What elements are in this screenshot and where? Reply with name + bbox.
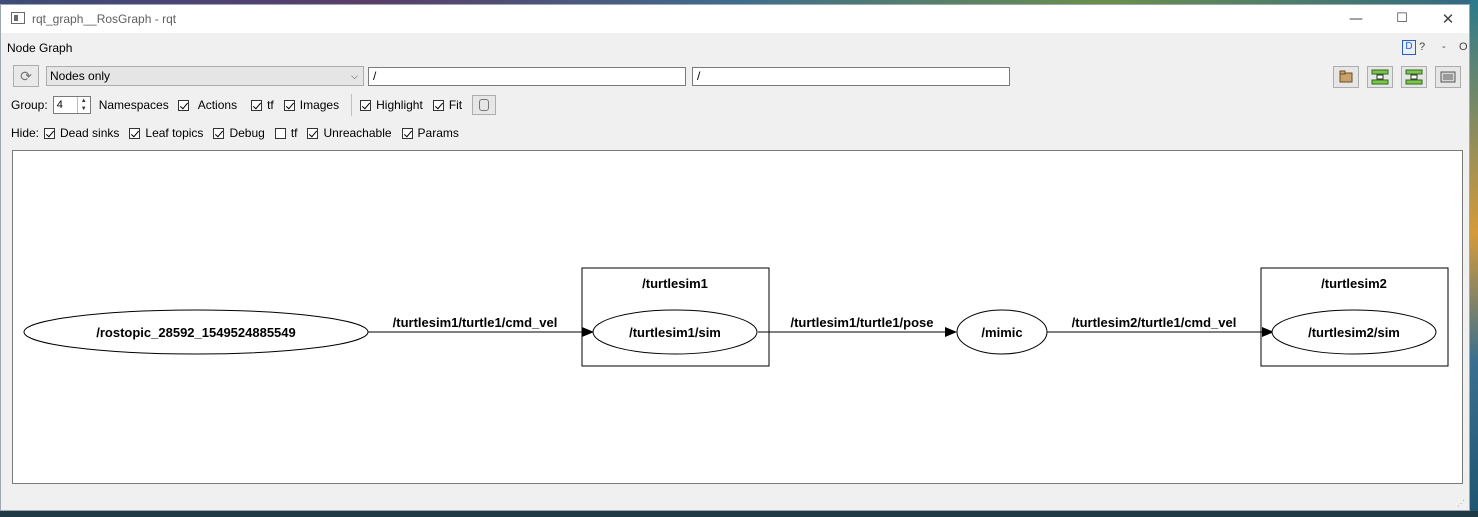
cluster-turtlesim2 bbox=[1260, 267, 1449, 367]
refresh-icon: ⟳ bbox=[20, 68, 32, 84]
dead-sinks-label: Dead sinks bbox=[60, 126, 120, 140]
resize-grip-icon[interactable]: ⋰ bbox=[1457, 499, 1465, 508]
node-turtlesim2-sim-label: /turtlesim2/sim bbox=[1308, 325, 1400, 340]
toolbar-separator bbox=[351, 94, 353, 116]
save-svg-button[interactable] bbox=[1401, 66, 1427, 88]
leaf-topics-label: Leaf topics bbox=[145, 126, 204, 140]
checkbox-box[interactable] bbox=[401, 127, 413, 139]
spin-down-icon[interactable]: ▼ bbox=[80, 106, 87, 112]
node-mimic-label: /mimic bbox=[981, 325, 1022, 340]
hide-label: Hide: bbox=[11, 126, 40, 140]
node-rostopic-label: /rostopic_28592_1549524885549 bbox=[96, 325, 296, 340]
graph-mode-value: Nodes only bbox=[50, 69, 111, 83]
node-rostopic[interactable] bbox=[23, 309, 369, 355]
save-dot-icon bbox=[1371, 69, 1389, 85]
load-dot-icon bbox=[1339, 70, 1353, 83]
group-value: 4 bbox=[56, 99, 63, 111]
chevron-down-icon: ⌵ bbox=[351, 71, 358, 81]
edge-label-cmd-vel-1: /turtlesim1/turtle1/cmd_vel bbox=[393, 315, 558, 330]
refresh-button[interactable]: ⟳ bbox=[13, 65, 39, 87]
plugin-close-button[interactable]: O bbox=[1459, 41, 1468, 53]
desktop-background bbox=[0, 0, 1478, 4]
graph-mode-select[interactable]: Nodes only ⌵ bbox=[46, 66, 364, 86]
checkbox-box[interactable] bbox=[283, 99, 295, 111]
checkbox-box[interactable] bbox=[274, 127, 286, 139]
topic-filter-input[interactable]: / bbox=[692, 67, 1010, 86]
fit-in-view-button[interactable] bbox=[472, 95, 497, 115]
save-svg-icon bbox=[1405, 69, 1423, 85]
load-dot-button[interactable] bbox=[1333, 66, 1359, 88]
cluster-turtlesim2-label: /turtlesim2 bbox=[1321, 276, 1387, 291]
hide-debug-checkbox[interactable]: Debug bbox=[213, 126, 265, 140]
actions-label: Actions bbox=[197, 98, 238, 112]
node-turtlesim1-sim[interactable] bbox=[592, 309, 758, 355]
plugin-minimize-button[interactable]: - bbox=[1442, 41, 1446, 53]
checkbox-box[interactable] bbox=[129, 127, 141, 139]
save-dot-button[interactable] bbox=[1367, 66, 1393, 88]
spin-up-icon[interactable]: ▲ bbox=[80, 98, 87, 104]
cluster-turtlesim1 bbox=[581, 267, 770, 367]
checkbox-box[interactable] bbox=[360, 99, 372, 111]
fit-label: Fit bbox=[448, 98, 463, 112]
ros-graph[interactable]: /turtlesim1 /turtlesim2 /turtlesim1/turt… bbox=[13, 151, 1462, 483]
desktop-background-right bbox=[1470, 0, 1478, 517]
unreachable-label: Unreachable bbox=[323, 126, 392, 140]
window-titlebar[interactable]: rqt_graph__RosGraph - rqt — ☐ ✕ bbox=[1, 5, 1469, 33]
hide-leaf-topics-checkbox[interactable]: Leaf topics bbox=[129, 126, 203, 140]
node-turtlesim2-sim[interactable] bbox=[1271, 309, 1437, 355]
close-button[interactable]: ✕ bbox=[1441, 10, 1455, 28]
plugin-title: Node Graph bbox=[7, 41, 73, 55]
hide-dead-sinks-checkbox[interactable]: Dead sinks bbox=[44, 126, 119, 140]
options-row: Group: 4 ▲ ▼ Namespaces Actions tf Image… bbox=[11, 94, 497, 116]
fit-icon bbox=[479, 99, 490, 111]
window-title: rqt_graph__RosGraph - rqt bbox=[32, 12, 177, 26]
graph-canvas[interactable]: /turtlesim1 /turtlesim2 /turtlesim1/turt… bbox=[12, 150, 1463, 484]
cluster-turtlesim1-label: /turtlesim1 bbox=[642, 276, 708, 291]
highlight-label: Highlight bbox=[376, 98, 423, 112]
images-label: Images bbox=[299, 98, 340, 112]
debug-label: Debug bbox=[229, 126, 265, 140]
fit-checkbox[interactable]: Fit bbox=[432, 98, 463, 112]
images-checkbox[interactable]: Images bbox=[283, 98, 340, 112]
app-window: rqt_graph__RosGraph - rqt — ☐ ✕ Node Gra… bbox=[0, 4, 1470, 511]
node-turtlesim1-sim-label: /turtlesim1/sim bbox=[629, 325, 721, 340]
tf-checkbox[interactable]: tf bbox=[251, 98, 274, 112]
save-image-button[interactable] bbox=[1435, 66, 1461, 88]
plugin-help-button[interactable]: ? bbox=[1419, 41, 1426, 53]
hide-tf-checkbox[interactable]: tf bbox=[274, 126, 298, 140]
hide-params-checkbox[interactable]: Params bbox=[401, 126, 459, 140]
hide-tf-label: tf bbox=[290, 126, 298, 140]
hide-unreachable-checkbox[interactable]: Unreachable bbox=[307, 126, 392, 140]
group-label: Group: bbox=[11, 98, 48, 112]
checkbox-box[interactable] bbox=[44, 127, 56, 139]
node-filter-input[interactable]: / bbox=[368, 67, 686, 86]
node-mimic[interactable] bbox=[956, 309, 1048, 355]
checkbox-box[interactable] bbox=[177, 99, 189, 111]
checkbox-box[interactable] bbox=[432, 99, 444, 111]
app-icon bbox=[11, 12, 25, 24]
tf-label: tf bbox=[267, 98, 274, 112]
taskbar-edge bbox=[0, 511, 1478, 517]
checkbox-box[interactable] bbox=[307, 127, 319, 139]
params-label: Params bbox=[417, 126, 459, 140]
edge-label-cmd-vel-2: /turtlesim2/turtle1/cmd_vel bbox=[1072, 315, 1237, 330]
edge-label-pose-1: /turtlesim1/turtle1/pose bbox=[790, 315, 933, 330]
plugin-d-button[interactable]: D bbox=[1402, 40, 1416, 55]
checkbox-box[interactable] bbox=[251, 99, 263, 111]
namespaces-checkbox[interactable] bbox=[177, 99, 194, 111]
group-spinbox[interactable]: 4 ▲ ▼ bbox=[52, 96, 91, 114]
spin-arrows[interactable]: ▲ ▼ bbox=[76, 97, 90, 113]
checkbox-box[interactable] bbox=[213, 127, 225, 139]
hide-row: Hide: Dead sinks Leaf topics Debug tf Un… bbox=[11, 123, 469, 143]
highlight-checkbox[interactable]: Highlight bbox=[360, 98, 423, 112]
maximize-button[interactable]: ☐ bbox=[1396, 11, 1408, 26]
minimize-button[interactable]: — bbox=[1349, 11, 1363, 27]
namespaces-label: Namespaces bbox=[98, 98, 169, 112]
save-image-icon bbox=[1440, 71, 1456, 83]
